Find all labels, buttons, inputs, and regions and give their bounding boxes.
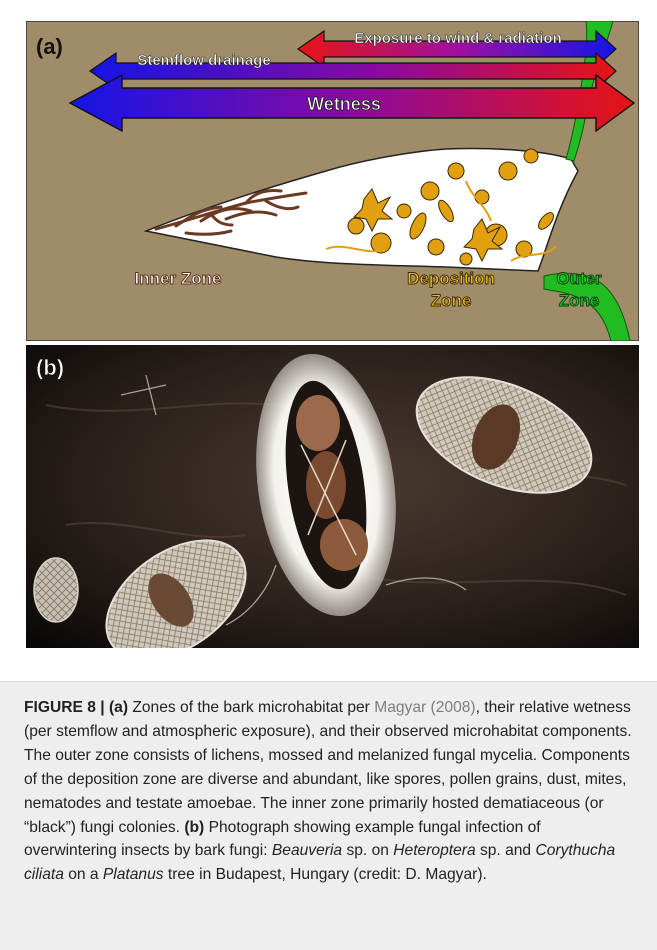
- panel-b-label: (b): [36, 355, 64, 380]
- deposition-zone-label-2: Zone: [431, 291, 472, 310]
- genus-heteroptera: Heteroptera: [393, 842, 475, 859]
- caption-text-7: tree in Budapest, Hungary (credit: D. Ma…: [164, 866, 487, 883]
- bark-diagram: Exposure to wind & radiation Stemflow dr…: [26, 21, 639, 341]
- deposition-zone-label-1: Deposition: [407, 269, 495, 288]
- caption-text-4: sp. on: [342, 842, 393, 859]
- genus-beauveria: Beauveria: [272, 842, 342, 859]
- panel-b-photograph: (b): [26, 345, 639, 648]
- caption-text-5: sp. and: [476, 842, 536, 859]
- panel-a-diagram: Exposure to wind & radiation Stemflow dr…: [26, 21, 639, 341]
- caption-part-b: (b): [184, 819, 204, 836]
- photo-illustration: (b): [26, 345, 639, 648]
- outer-zone-label-2: Zone: [559, 291, 600, 310]
- citation-link[interactable]: Magyar (2008): [374, 699, 475, 716]
- figure-label: FIGURE 8 |: [24, 699, 105, 716]
- inner-zone-label: Inner Zone: [135, 269, 222, 288]
- genus-platanus: Platanus: [103, 866, 164, 883]
- caption-text: FIGURE 8 | (a) Zones of the bark microha…: [24, 696, 636, 887]
- panel-a-label: (a): [36, 34, 63, 59]
- stemflow-label: Stemflow drainage: [137, 52, 270, 69]
- caption-text-6: on a: [64, 866, 103, 883]
- figure-caption: FIGURE 8 | (a) Zones of the bark microha…: [0, 681, 657, 950]
- wetness-label: Wetness: [307, 94, 381, 114]
- caption-text-1: Zones of the bark microhabitat per: [128, 699, 374, 716]
- caption-text-2: , their relative wetness (per stemflow a…: [24, 699, 632, 836]
- exposure-label: Exposure to wind & radiation: [354, 30, 562, 47]
- caption-part-a: (a): [109, 699, 128, 716]
- outer-zone-label-1: Outer: [556, 269, 602, 288]
